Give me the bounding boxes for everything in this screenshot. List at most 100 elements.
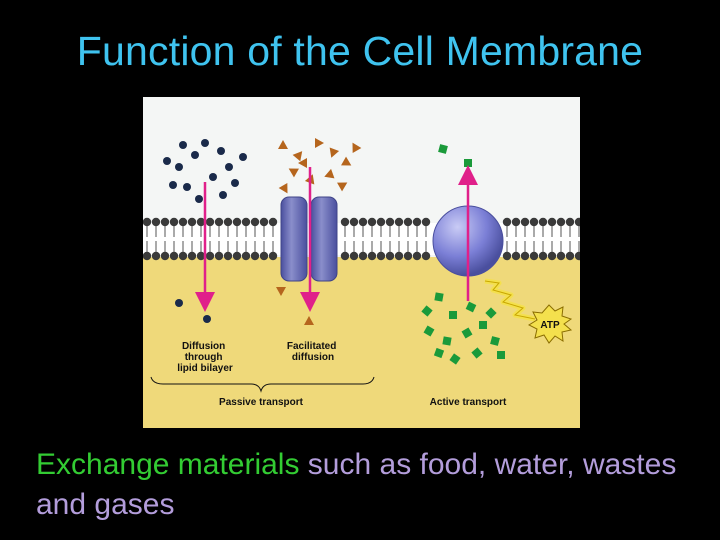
solute-triangles-inside: [276, 287, 314, 325]
solute-triangle: [324, 168, 335, 179]
solute-triangle: [278, 183, 288, 194]
label-facilitated-line2: diffusion: [292, 352, 334, 363]
solute-square: [421, 305, 433, 317]
label-diffusion-line3: lipid bilayer: [177, 363, 233, 374]
solute-square: [471, 347, 483, 359]
lipid-head: [520, 217, 530, 227]
lipid-head: [160, 251, 170, 261]
lipid-head: [376, 251, 386, 261]
solute-square: [449, 311, 457, 319]
lipid-head: [169, 217, 179, 227]
label-diffusion-line2: through: [185, 352, 223, 363]
solute-triangle: [278, 140, 288, 149]
solute-dots-inside: [175, 299, 211, 323]
lipid-head: [511, 251, 521, 261]
lipid-bilayer: [143, 217, 580, 261]
lipid-head: [259, 217, 269, 227]
solute-triangle: [304, 316, 314, 325]
lipid-head: [412, 217, 422, 227]
lipid-head: [358, 251, 368, 261]
solute-square: [442, 336, 452, 346]
lipid-head: [187, 217, 197, 227]
solute-square: [485, 307, 497, 319]
lipid-head: [232, 217, 242, 227]
solute-dots-outside: [163, 139, 247, 203]
lipid-head: [205, 251, 215, 261]
lipid-head: [241, 251, 251, 261]
solute-square: [449, 353, 461, 365]
lipid-head: [196, 217, 206, 227]
lipid-head: [143, 217, 152, 227]
solute-dot: [183, 183, 191, 191]
slide-title: Function of the Cell Membrane: [76, 28, 644, 74]
solute-square: [490, 336, 500, 346]
lipid-head: [511, 217, 521, 227]
solute-dot: [217, 147, 225, 155]
solute-square: [465, 301, 477, 313]
solute-dot: [201, 139, 209, 147]
solute-dot: [203, 315, 211, 323]
solute-dot: [175, 163, 183, 171]
solute-dot: [195, 195, 203, 203]
svg-text:Diffusion through lipi: Diffusion through lipid bilayer: [177, 341, 233, 374]
lipid-head: [529, 251, 539, 261]
solute-square: [461, 327, 473, 339]
lipid-head: [223, 251, 233, 261]
caption: Exchange materials such as food, water, …: [36, 445, 696, 525]
caption-rest: such as food, water, wastes and gases: [36, 448, 677, 521]
lipid-head: [232, 251, 242, 261]
lipid-head: [214, 251, 224, 261]
lipid-head: [574, 217, 580, 227]
solute-dot: [231, 179, 239, 187]
lipid-head: [547, 251, 557, 261]
cytoplasm-background: [143, 257, 580, 428]
lipid-head: [547, 217, 557, 227]
lipid-head: [196, 251, 206, 261]
membrane-core: [143, 223, 580, 255]
lipid-head: [349, 217, 359, 227]
lipid-head: [241, 217, 251, 227]
lipid-head: [178, 251, 188, 261]
lipid-head: [556, 217, 566, 227]
lipid-head: [250, 217, 260, 227]
lipid-head: [385, 251, 395, 261]
solute-triangle: [315, 138, 324, 148]
lipid-head: [160, 217, 170, 227]
lipid-head: [403, 251, 413, 261]
lipid-head: [403, 217, 413, 227]
solute-squares-inside: [421, 292, 505, 365]
lipid-head: [250, 251, 260, 261]
lipid-head: [376, 217, 386, 227]
label-diffusion-line1: Diffusion: [182, 341, 225, 352]
atp-starburst-icon: ATP: [527, 304, 573, 344]
lipid-head: [385, 217, 395, 227]
solute-triangle: [352, 142, 362, 153]
solute-square: [434, 292, 444, 302]
lipid-head: [340, 217, 350, 227]
solute-triangle: [329, 147, 340, 158]
solute-square: [464, 159, 472, 167]
solute-square: [497, 351, 505, 359]
lipid-head: [178, 217, 188, 227]
lipid-head: [421, 251, 431, 261]
membrane-transport-diagram: ATP Diffusion through lipid bilayer Faci…: [143, 97, 580, 428]
passive-transport-brace: [150, 376, 375, 393]
lipid-head: [367, 251, 377, 261]
caption-highlight: Exchange materials: [36, 448, 300, 481]
lipid-head: [394, 217, 404, 227]
solute-dot: [239, 153, 247, 161]
solute-triangle: [298, 158, 307, 168]
solute-dot: [169, 181, 177, 189]
lipid-head: [394, 251, 404, 261]
lipid-head: [151, 251, 161, 261]
lipid-head: [143, 251, 152, 261]
solute-triangle: [337, 182, 348, 192]
solute-dot: [175, 299, 183, 307]
lipid-head: [223, 217, 233, 227]
lipid-head: [259, 251, 269, 261]
lipid-head: [151, 217, 161, 227]
lipid-head: [214, 217, 224, 227]
atp-label: ATP: [540, 320, 560, 331]
lipid-head: [502, 217, 512, 227]
lipid-head: [412, 251, 422, 261]
